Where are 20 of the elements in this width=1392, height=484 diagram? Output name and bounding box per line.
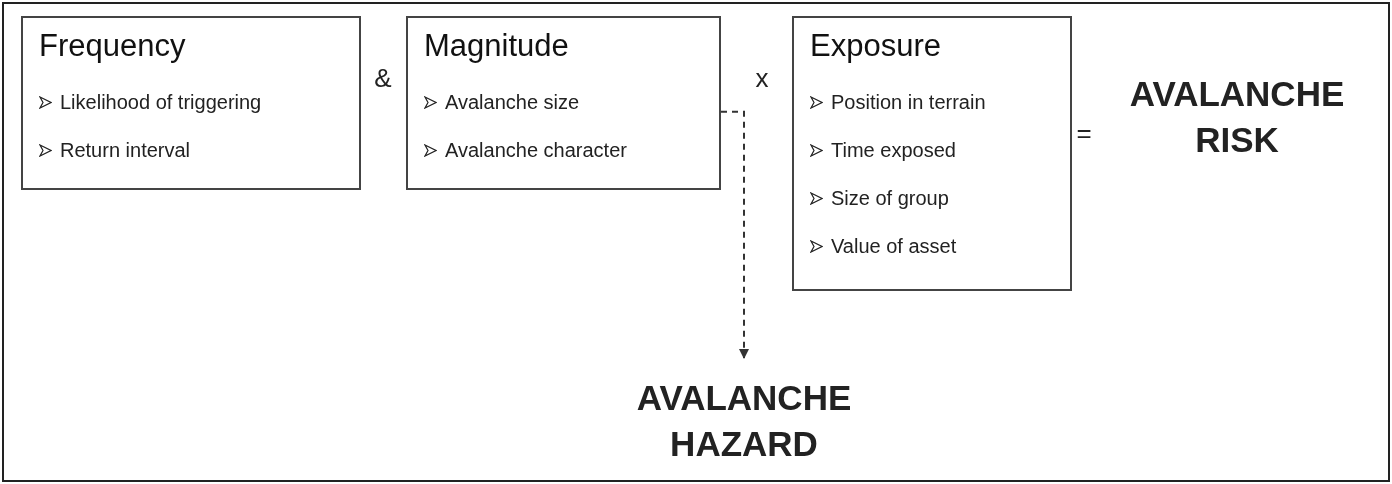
bullet-text: Avalanche size xyxy=(445,90,580,115)
bullet-text: Size of group xyxy=(831,186,949,211)
bullet-text: Value of asset xyxy=(831,234,957,259)
operator-symbol: = xyxy=(1075,116,1093,150)
bullet-text: Position in terrain xyxy=(831,90,986,115)
hazard-label: AVALANCHE HAZARD xyxy=(594,366,894,476)
box-heading: Exposure xyxy=(810,27,942,65)
risk-label: AVALANCHE RISK xyxy=(1128,73,1346,161)
box-heading: Frequency xyxy=(39,27,187,65)
bullet-text: Avalanche character xyxy=(445,138,627,163)
box-heading: Magnitude xyxy=(424,27,570,65)
bullet-text: Return interval xyxy=(60,138,191,163)
factor-box xyxy=(792,16,1072,291)
factor-box xyxy=(406,16,721,190)
bullet-text: Time exposed xyxy=(831,138,956,163)
factor-box xyxy=(21,16,361,190)
bullet-text: Likelihood of triggering xyxy=(60,90,262,115)
operator-symbol: & xyxy=(373,61,393,95)
dashed-arrow xyxy=(720,110,749,359)
operator-symbol: x xyxy=(754,61,770,95)
